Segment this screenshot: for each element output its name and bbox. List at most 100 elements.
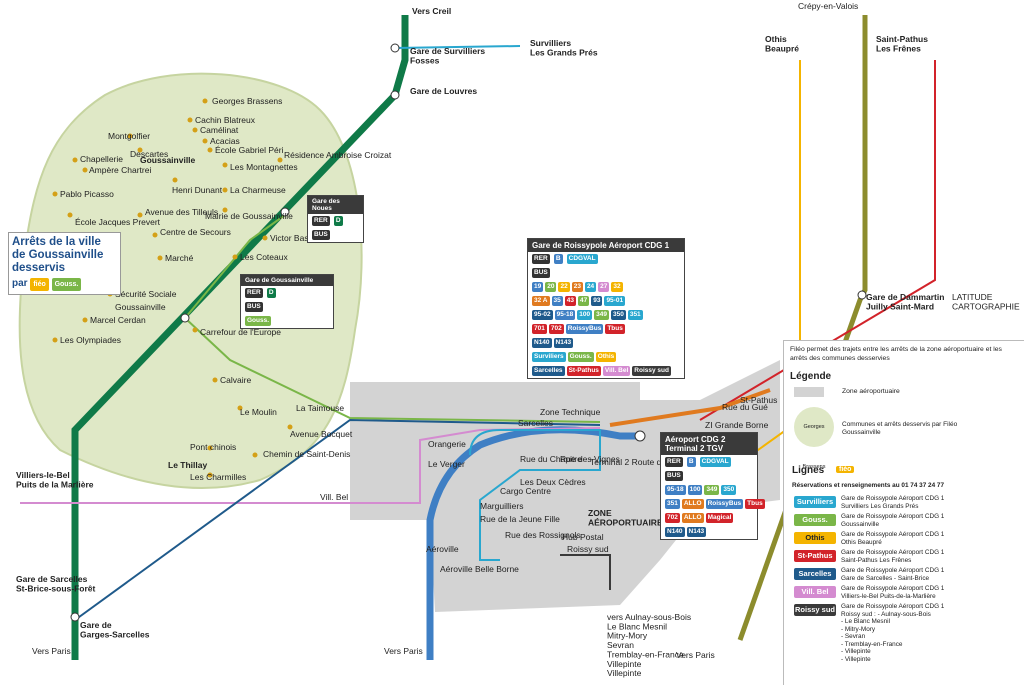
svg-text:Chapellerie: Chapellerie	[80, 154, 123, 164]
legend-badge-othis: Othis	[794, 532, 836, 544]
gouss-rer: RER	[245, 288, 263, 298]
line-roissy-sud	[560, 554, 611, 590]
svg-text:Rue de la Jeune Fille: Rue de la Jeune Fille	[480, 514, 560, 524]
svg-text:Les Montagnettes: Les Montagnettes	[230, 162, 298, 172]
svg-text:Acacias: Acacias	[210, 136, 240, 146]
town-le-thillay: Le Thillay	[168, 460, 207, 470]
svg-text:Le Verger: Le Verger	[428, 459, 465, 469]
airport-stop-labels: Orangerie Le Verger Rue du Chapitre Rue …	[426, 402, 769, 574]
svg-text:Marguilliers: Marguilliers	[480, 501, 523, 511]
station-noues[interactable]	[280, 207, 290, 217]
svg-text:Résidence Ambroise Croizat: Résidence Ambroise Croizat	[284, 150, 392, 160]
cdg2-title: Aéroport CDG 2 Terminal 2 TGV	[661, 433, 757, 455]
svg-text:Aéroville Belle Borne: Aéroville Belle Borne	[440, 564, 519, 574]
commune-title-by: par	[12, 278, 28, 289]
label-vers-paris-b: Vers Paris	[384, 646, 423, 656]
svg-text:Goussainville: Goussainville	[115, 302, 166, 312]
svg-text:Calvaire: Calvaire	[220, 375, 251, 385]
svg-text:Ampère Chartrei: Ampère Chartrei	[89, 165, 151, 175]
svg-text:Mairie de Goussainville: Mairie de Goussainville	[205, 211, 293, 221]
legend-desc-survilliers: Gare de Roissypole Aéroport CDG 1 Survil…	[841, 495, 945, 510]
station-cdg2[interactable]	[634, 430, 646, 442]
legend-badge-gouss: Gouss.	[794, 514, 836, 526]
tag-st-pathus: St-Pathus	[740, 395, 777, 405]
legend-panel: Filéo permet des trajets entre les arrêt…	[783, 340, 1024, 685]
legend-title: Légende	[790, 371, 832, 382]
town-goussainville: Goussainville	[140, 155, 196, 165]
svg-text:Les Coteaux: Les Coteaux	[240, 252, 288, 262]
legend-desc-st-pathus: Gare de Roissypole Aéroport CDG 1 Saint-…	[841, 549, 945, 564]
station-louvres[interactable]	[390, 90, 400, 100]
svg-text:Zone Technique: Zone Technique	[540, 407, 601, 417]
station-sarcelles[interactable]	[70, 612, 80, 622]
svg-text:Pont chinois: Pont chinois	[190, 442, 236, 452]
svg-text:ZI Grande Borne: ZI Grande Borne	[705, 420, 769, 430]
cdg1-cdgval: CDGVAL	[566, 254, 598, 264]
goussainville-box: Gare de Goussainville RER D BUS Gouss.	[240, 274, 334, 329]
cdg2-rer: RER	[665, 457, 683, 467]
label-vers-creil: Vers Creil	[412, 6, 451, 16]
svg-text:Carrefour de l'Europe: Carrefour de l'Europe	[200, 327, 281, 337]
gouss-bus: BUS	[245, 302, 263, 312]
svg-text:Avenue Bocquet: Avenue Bocquet	[290, 429, 353, 439]
svg-text:Hub Postal: Hub Postal	[562, 532, 604, 542]
svg-text:Terminal 2 Route de Service: Terminal 2 Route de Service	[590, 457, 697, 467]
legend-commune-label: Communes et arrêts desservis par Filéo G…	[842, 421, 958, 436]
label-louvres: Gare de Louvres	[410, 86, 477, 96]
svg-text:Pablo Picasso: Pablo Picasso	[60, 189, 114, 199]
svg-text:Marché: Marché	[165, 253, 194, 263]
svg-text:Rue des Vignes: Rue des Vignes	[560, 454, 620, 464]
noues-rer: RER	[312, 216, 330, 226]
station-survilliers[interactable]	[390, 43, 400, 53]
station-dammartin[interactable]	[857, 290, 867, 300]
legend-badge-roissy-sud: Roissy sud	[794, 604, 836, 616]
commune-stop-labels: Georges Brassens Cachin Blatreux Camélin…	[60, 96, 392, 482]
legend-badge-st-pathus: St-Pathus	[794, 550, 836, 562]
legend-desc-roissy-sud: Gare de Roissypole Aéroport CDG 1 Roissy…	[841, 603, 945, 663]
svg-text:Camélinat: Camélinat	[200, 125, 239, 135]
noues-box: Gare des Noues RER D BUS	[307, 195, 364, 243]
gouss-d: D	[266, 288, 276, 298]
gouss-line: Gouss.	[245, 316, 272, 326]
legend-desc-gouss: Gare de Roissypole Aéroport CDG 1 Goussa…	[841, 513, 945, 528]
svg-text:Les Olympiades: Les Olympiades	[60, 335, 121, 345]
line-gouss	[183, 214, 601, 423]
svg-text:Avenue des Tilleuls: Avenue des Tilleuls	[145, 207, 218, 217]
line-survilliers	[394, 45, 521, 49]
cdg1-b: B	[553, 254, 563, 264]
cdg2-b: B	[686, 457, 696, 467]
commune-title-line-3: desservis	[12, 262, 66, 274]
label-crepy: Crépy-en-Valois	[798, 1, 858, 11]
legend-badge-survilliers: Survilliers	[794, 496, 836, 508]
legend-desc-vill-bel: Gare de Roissypole Aéroport CDG 1 Villie…	[841, 585, 945, 600]
rer-b-line	[426, 426, 640, 660]
cdg1-bus-label: BUS	[532, 268, 550, 278]
svg-text:Les Charmilles: Les Charmilles	[190, 472, 246, 482]
svg-text:Rue des Rossignols: Rue des Rossignols	[505, 530, 581, 540]
station-goussainville[interactable]	[180, 313, 190, 323]
svg-text:Les Deux Cèdres: Les Deux Cèdres	[520, 477, 586, 487]
svg-text:Chemin de Saint-Denis: Chemin de Saint-Denis	[263, 449, 350, 459]
svg-text:La Charmeuse: La Charmeuse	[230, 185, 286, 195]
fileo-logo: fiéo	[30, 278, 49, 291]
cdg1-rer: RER	[532, 254, 550, 264]
legend-fileo-logo: fiéo	[836, 466, 855, 473]
commune-stop-dots	[52, 98, 293, 478]
cdg2-box: Aéroport CDG 2 Terminal 2 TGV RER B CDGV…	[660, 432, 765, 540]
commune-title-line-1: Arrêts de la ville	[12, 236, 101, 248]
